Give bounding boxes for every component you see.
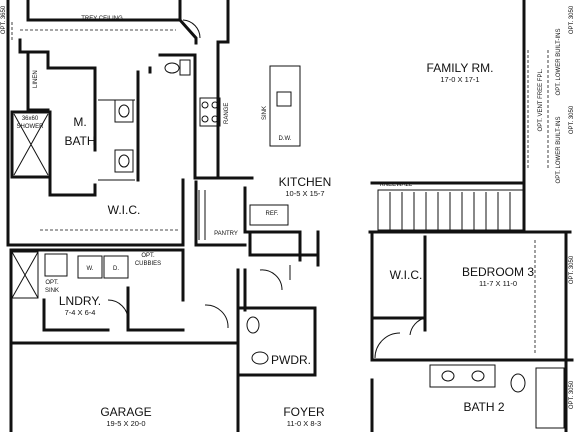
- kitchen-name: KITCHEN: [279, 175, 332, 189]
- toilet-icon: [510, 373, 526, 393]
- laundry-dims: 7-4 X 6-4: [65, 308, 96, 317]
- annotations: TREY CEILING LINEN 36x60 SHOWER RANGE SI…: [1, 5, 575, 409]
- sink-icon: [441, 370, 455, 382]
- bathtub-icon: [535, 367, 565, 429]
- walls: [6, 0, 574, 432]
- sink-icon: [471, 370, 485, 382]
- opt-window-top-left: OPT. 3650: [1, 5, 7, 34]
- foyer-dims: 11-0 X 8-3: [287, 419, 321, 428]
- range-label: RANGE: [224, 103, 230, 124]
- pantry-label: PANTRY: [214, 231, 238, 237]
- washer-icon: [77, 255, 103, 279]
- kitchen-dims: 10-5 X 15-7: [285, 189, 324, 198]
- island-sink-icon: [276, 91, 292, 107]
- shower-label: SHOWER: [17, 124, 45, 130]
- master-bath-name: M.: [73, 115, 86, 129]
- family-room-dims: 17-0 X 17-1: [440, 75, 479, 84]
- opt-cubbies-label: OPT.: [141, 253, 155, 259]
- dryer-label: D.: [113, 266, 119, 272]
- opt-window-right-bed: OPT. 3050: [569, 255, 575, 284]
- garage-name: GARAGE: [100, 405, 151, 419]
- range-icon: [199, 97, 221, 127]
- opt-window-right-mid: OPT. 3050: [569, 105, 575, 134]
- details: [11, 19, 565, 429]
- opt-lower-builtins-label-2: OPT. LOWER BUILT-INS: [556, 117, 562, 184]
- opt-window-top-right: OPT. 3050: [569, 5, 575, 34]
- shower-size-label: 36x60: [22, 116, 39, 122]
- opt-vent-free-label: OPT. VENT FREE FPL.: [538, 68, 544, 131]
- kitchen-island: [269, 65, 301, 147]
- master-wic-name: W.I.C.: [108, 203, 141, 217]
- bedroom-wic-name: W.I.C.: [390, 268, 423, 282]
- sink-label: SINK: [262, 106, 268, 120]
- trey-ceiling-label: TREY CEILING: [81, 16, 123, 22]
- sink-icon: [118, 104, 130, 118]
- toilet-icon: [251, 351, 269, 365]
- dw-label: D.W.: [279, 136, 292, 142]
- linen-label: LINEN: [33, 70, 39, 88]
- room-labels: FAMILY RM. 17-0 X 17-1 KITCHEN 10-5 X 15…: [59, 61, 534, 428]
- dryer-icon: [103, 255, 129, 279]
- sink-icon: [246, 316, 260, 334]
- ref-label: REF.: [265, 211, 278, 217]
- washer-label: W.: [87, 266, 94, 272]
- stairs: [377, 189, 524, 231]
- laundry-name: LNDRY.: [59, 294, 101, 308]
- bedroom3-dims: 11-7 X 11-0: [479, 279, 517, 288]
- bedroom3-name: BEDROOM 3: [462, 265, 534, 279]
- garage-dims: 19-5 X 20-0: [106, 419, 145, 428]
- opt-sink-label: OPT.: [45, 280, 59, 286]
- toilet-icon: [164, 62, 180, 74]
- opt-window-right-bath: OPT. 3050: [569, 380, 575, 409]
- kneewall-label: KNEEWALL: [380, 182, 413, 188]
- powder-name: PWDR.: [271, 353, 311, 367]
- master-bath-name-2: BATH: [64, 134, 95, 148]
- opt-lower-builtins-label: OPT. LOWER BUILT-INS: [556, 29, 562, 96]
- sink-icon: [118, 154, 130, 168]
- foyer-name: FOYER: [283, 405, 325, 419]
- opt-sink-label-2: SINK: [45, 288, 59, 294]
- opt-cubbies-label-2: CUBBIES: [135, 261, 161, 267]
- family-room-name: FAMILY RM.: [427, 61, 494, 75]
- bath2-name: BATH 2: [463, 400, 504, 414]
